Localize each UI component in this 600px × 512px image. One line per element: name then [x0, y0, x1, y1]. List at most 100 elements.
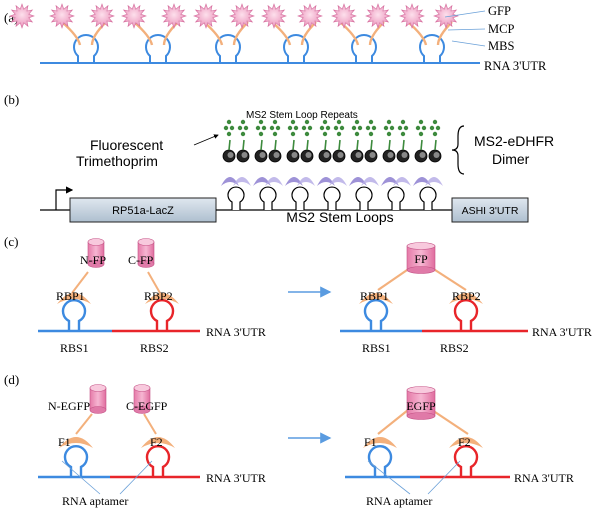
- rbp1-protein-bound: [359, 293, 393, 304]
- edhfr-pocket: [227, 152, 234, 158]
- mbs-leader: [451, 40, 486, 47]
- tmp-tether: [274, 139, 277, 151]
- tmp-tether: [324, 139, 327, 151]
- trimethoprim-ligand: [339, 125, 345, 131]
- panel-c: (c) N-FP C-FP RBP1 RBP2 RBS1 RBS2 RNA 3'…: [4, 234, 592, 355]
- mcp-leader: [447, 28, 486, 31]
- trimethoprim-ligand: [400, 131, 406, 137]
- aptamer-loop-1-bound: [367, 445, 393, 477]
- stem-loop-repeats-label: MS2 Stem Loop Repeats: [246, 110, 358, 121]
- rna-utr-label-d-right: RNA 3'UTR: [514, 471, 574, 485]
- fp-linker-left: [377, 267, 411, 291]
- trimethoprim-ligand: [229, 125, 235, 131]
- ms2-coat-protein: [381, 177, 399, 186]
- tmp-tether: [420, 139, 423, 151]
- edhfr-pocket: [387, 152, 394, 158]
- f2-label: F2: [150, 435, 163, 449]
- trimethoprim-ligand: [389, 125, 395, 131]
- ms2-stem-loop: [227, 186, 245, 210]
- gfp-star: [365, 3, 391, 29]
- panel-d-letter: (d): [4, 372, 19, 387]
- gfp-star: [49, 3, 75, 29]
- trimethoprim-ligand: [386, 131, 392, 137]
- gfp-star: [89, 3, 115, 29]
- trimethoprim-ligand: [272, 119, 278, 125]
- edhfr-pocket: [401, 152, 408, 158]
- trimethoprim-ligand: [397, 125, 403, 131]
- trimethoprim-ligand: [421, 125, 427, 131]
- ms2-coat-protein: [393, 177, 411, 186]
- gfp-leader: [444, 10, 486, 18]
- cegfp-label: C-EGFP: [126, 399, 168, 413]
- f1-protein: [59, 437, 93, 448]
- ashi-utr-label: ASHI 3'UTR: [462, 205, 519, 217]
- tmp-tether: [370, 139, 373, 151]
- ms2-coat-protein: [329, 177, 347, 186]
- tmp-tether: [260, 139, 263, 151]
- ms2-stem-loop: [355, 186, 373, 210]
- mbs-stem-loop: [419, 34, 445, 63]
- fp-label: FP: [414, 252, 428, 266]
- f2-protein: [141, 437, 175, 448]
- panel-c-letter: (c): [4, 234, 18, 249]
- trimethoprim-ligand: [304, 131, 310, 137]
- mbs-stem-loop: [145, 34, 171, 63]
- ms2-stem-loop: [419, 186, 437, 210]
- rbp2-label-bound: RBP2: [452, 289, 481, 303]
- trimethoprim-ligand: [418, 131, 424, 137]
- rbs2-stem-loop: [149, 299, 175, 331]
- trimethoprim-ligand: [322, 119, 328, 125]
- ashi-utr-box: [451, 197, 529, 223]
- tmp-tether: [356, 139, 359, 151]
- edhfr-pocket: [337, 152, 344, 158]
- rbs2-stem-loop-bound: [453, 299, 479, 331]
- trimethoprim-ligand: [237, 125, 243, 131]
- edhfr-pocket: [355, 152, 362, 158]
- rna-utr-label-a: RNA 3'UTR: [484, 59, 547, 73]
- tmp-tether: [306, 139, 309, 151]
- dimer-label-top: MS2-eDHFR: [474, 133, 554, 149]
- trimethoprim-ligand: [357, 125, 363, 131]
- negfp-label: N-EGFP: [48, 399, 90, 413]
- edhfr-pocket: [291, 152, 298, 158]
- tmp-tether: [388, 139, 391, 151]
- promoter-arrow: [55, 186, 74, 210]
- mcp-label: MCP: [488, 22, 514, 36]
- trimethoprim-ligand: [290, 119, 296, 125]
- gfp-label: GFP: [488, 4, 511, 18]
- gfp-star: [229, 3, 255, 29]
- tmp-tether: [338, 139, 341, 151]
- trimethoprim-ligand: [336, 119, 342, 125]
- ms2-coat-protein: [297, 177, 315, 186]
- panel-b-stem-loops: [216, 119, 452, 211]
- edhfr-pocket: [433, 152, 440, 158]
- trimethoprim-ligand: [226, 119, 232, 125]
- aptamer-leader-3: [367, 460, 411, 495]
- f1-label-bound: F1: [364, 435, 377, 449]
- fluorescent-label: Fluorescent: [90, 137, 163, 153]
- trimethoprim-ligand: [432, 131, 438, 137]
- ms2-coat-protein: [253, 177, 271, 186]
- fp-linker-right: [431, 267, 467, 291]
- gfp-star: [399, 3, 425, 29]
- rbs2-label-bound: RBS2: [440, 341, 469, 355]
- trimethoprim-ligand: [243, 125, 249, 131]
- edhfr-pocket: [323, 152, 330, 158]
- tmp-tether: [292, 139, 295, 151]
- panel-a: (a) GFP MCP MBS RNA 3'UTR: [4, 3, 547, 73]
- rna-utr-label-c-right: RNA 3'UTR: [532, 325, 592, 339]
- tmp-tether: [434, 139, 437, 151]
- tmp-tether: [228, 139, 231, 151]
- trimethoprim-ligand: [418, 119, 424, 125]
- trimethoprim-label: Trimethoprim: [76, 153, 158, 169]
- mbs-stem-loop: [351, 34, 377, 63]
- trimethoprim-ligand: [415, 125, 421, 131]
- trimethoprim-ligand: [400, 119, 406, 125]
- trimethoprim-ligand: [261, 125, 267, 131]
- f2-protein-bound: [449, 437, 483, 448]
- egfp-linker-left: [377, 409, 409, 435]
- trimethoprim-ligand: [304, 119, 310, 125]
- aptamer-loop-2-bound: [453, 445, 479, 477]
- ms2-coat-protein: [349, 177, 367, 186]
